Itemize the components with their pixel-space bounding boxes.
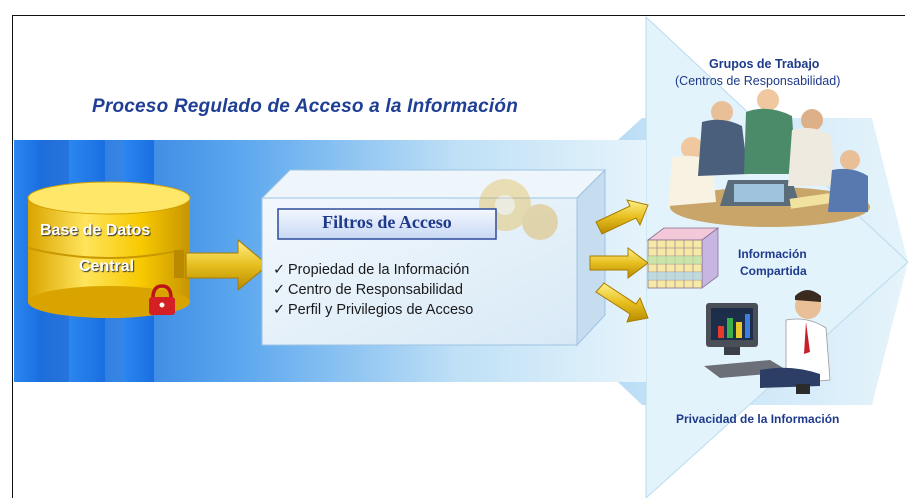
workgroups-subtitle: (Centros de Responsabilidad) [675,74,841,88]
arrow-to-groups [595,199,649,235]
privacy-label: Privacidad de la Información [676,412,840,426]
diagram-title: Proceso Regulado de Acceso a la Informac… [92,96,519,117]
gear-icon [479,179,558,240]
figure-frame [12,15,905,498]
filter-criterion-ownership: ✓Propiedad de la Información [273,262,470,278]
padlock-icon [149,284,175,315]
filter-criterion-responsibility: ✓Centro de Responsabilidad [273,282,463,298]
shared-data-cube-icon [646,227,720,289]
database-cylinder [27,181,191,318]
shared-info-label-line2: Compartida [740,264,807,278]
arrow-to-privacy [595,282,649,323]
workgroup-people-icon [668,89,870,227]
filter-criterion-privileges: ✓Perfil y Privilegios de Acceso [273,302,474,318]
filters-box [260,168,607,347]
workgroups-title: Grupos de Trabajo [709,57,820,71]
shared-info-label-line1: Información [738,247,807,261]
arrow-db-to-filters [185,238,269,292]
database-label-line1: Base de Datos [40,222,151,239]
computer-user-icon [704,290,831,394]
arrow-to-shared [589,247,649,279]
database-label-line2: Central [79,258,135,275]
filters-title: Filtros de Acceso [322,212,452,232]
